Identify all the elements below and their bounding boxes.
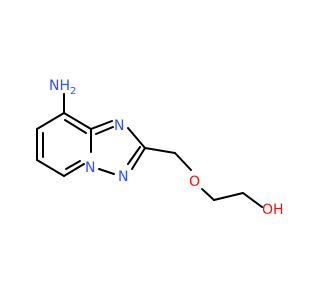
bond-c5-n4: [63, 163, 85, 177]
n-triazole-label: N: [118, 169, 128, 185]
bond-c8a-n1-inner: [95, 126, 114, 135]
bond-ch2-o: [174, 152, 192, 171]
bond-n3-n4: [98, 168, 115, 175]
bond-c8a-n1: [90, 120, 113, 130]
bond-c2-ch2: [144, 147, 176, 154]
ether-oxygen-label: O: [189, 174, 200, 190]
n-imidazole-label: N: [114, 118, 124, 134]
bond-c2-n3: [131, 147, 146, 170]
bond-ch2c-oh: [242, 192, 263, 208]
bond-n1-c2: [127, 127, 146, 149]
bond-c6-c5: [36, 159, 65, 177]
bond-c8-c7: [36, 112, 65, 130]
hydroxyl-label: OH: [262, 202, 284, 218]
bond-c5-c-inner: [65, 160, 81, 170]
bond-ch2b-ch2c: [213, 192, 244, 201]
bond-c8a-c8: [63, 112, 92, 130]
structure-canvas: NH2 N N N O OH: [36, 78, 284, 218]
bond-c8a-c8-inner: [64, 119, 87, 134]
n-bridge-label: N: [85, 160, 95, 176]
bond-o-ch2b: [201, 188, 215, 201]
amine-label: NH2: [49, 78, 76, 97]
chemical-structure-diagram: NH2 N N N O OH: [36, 78, 284, 218]
bond-c2-n3-inner: [127, 146, 141, 165]
